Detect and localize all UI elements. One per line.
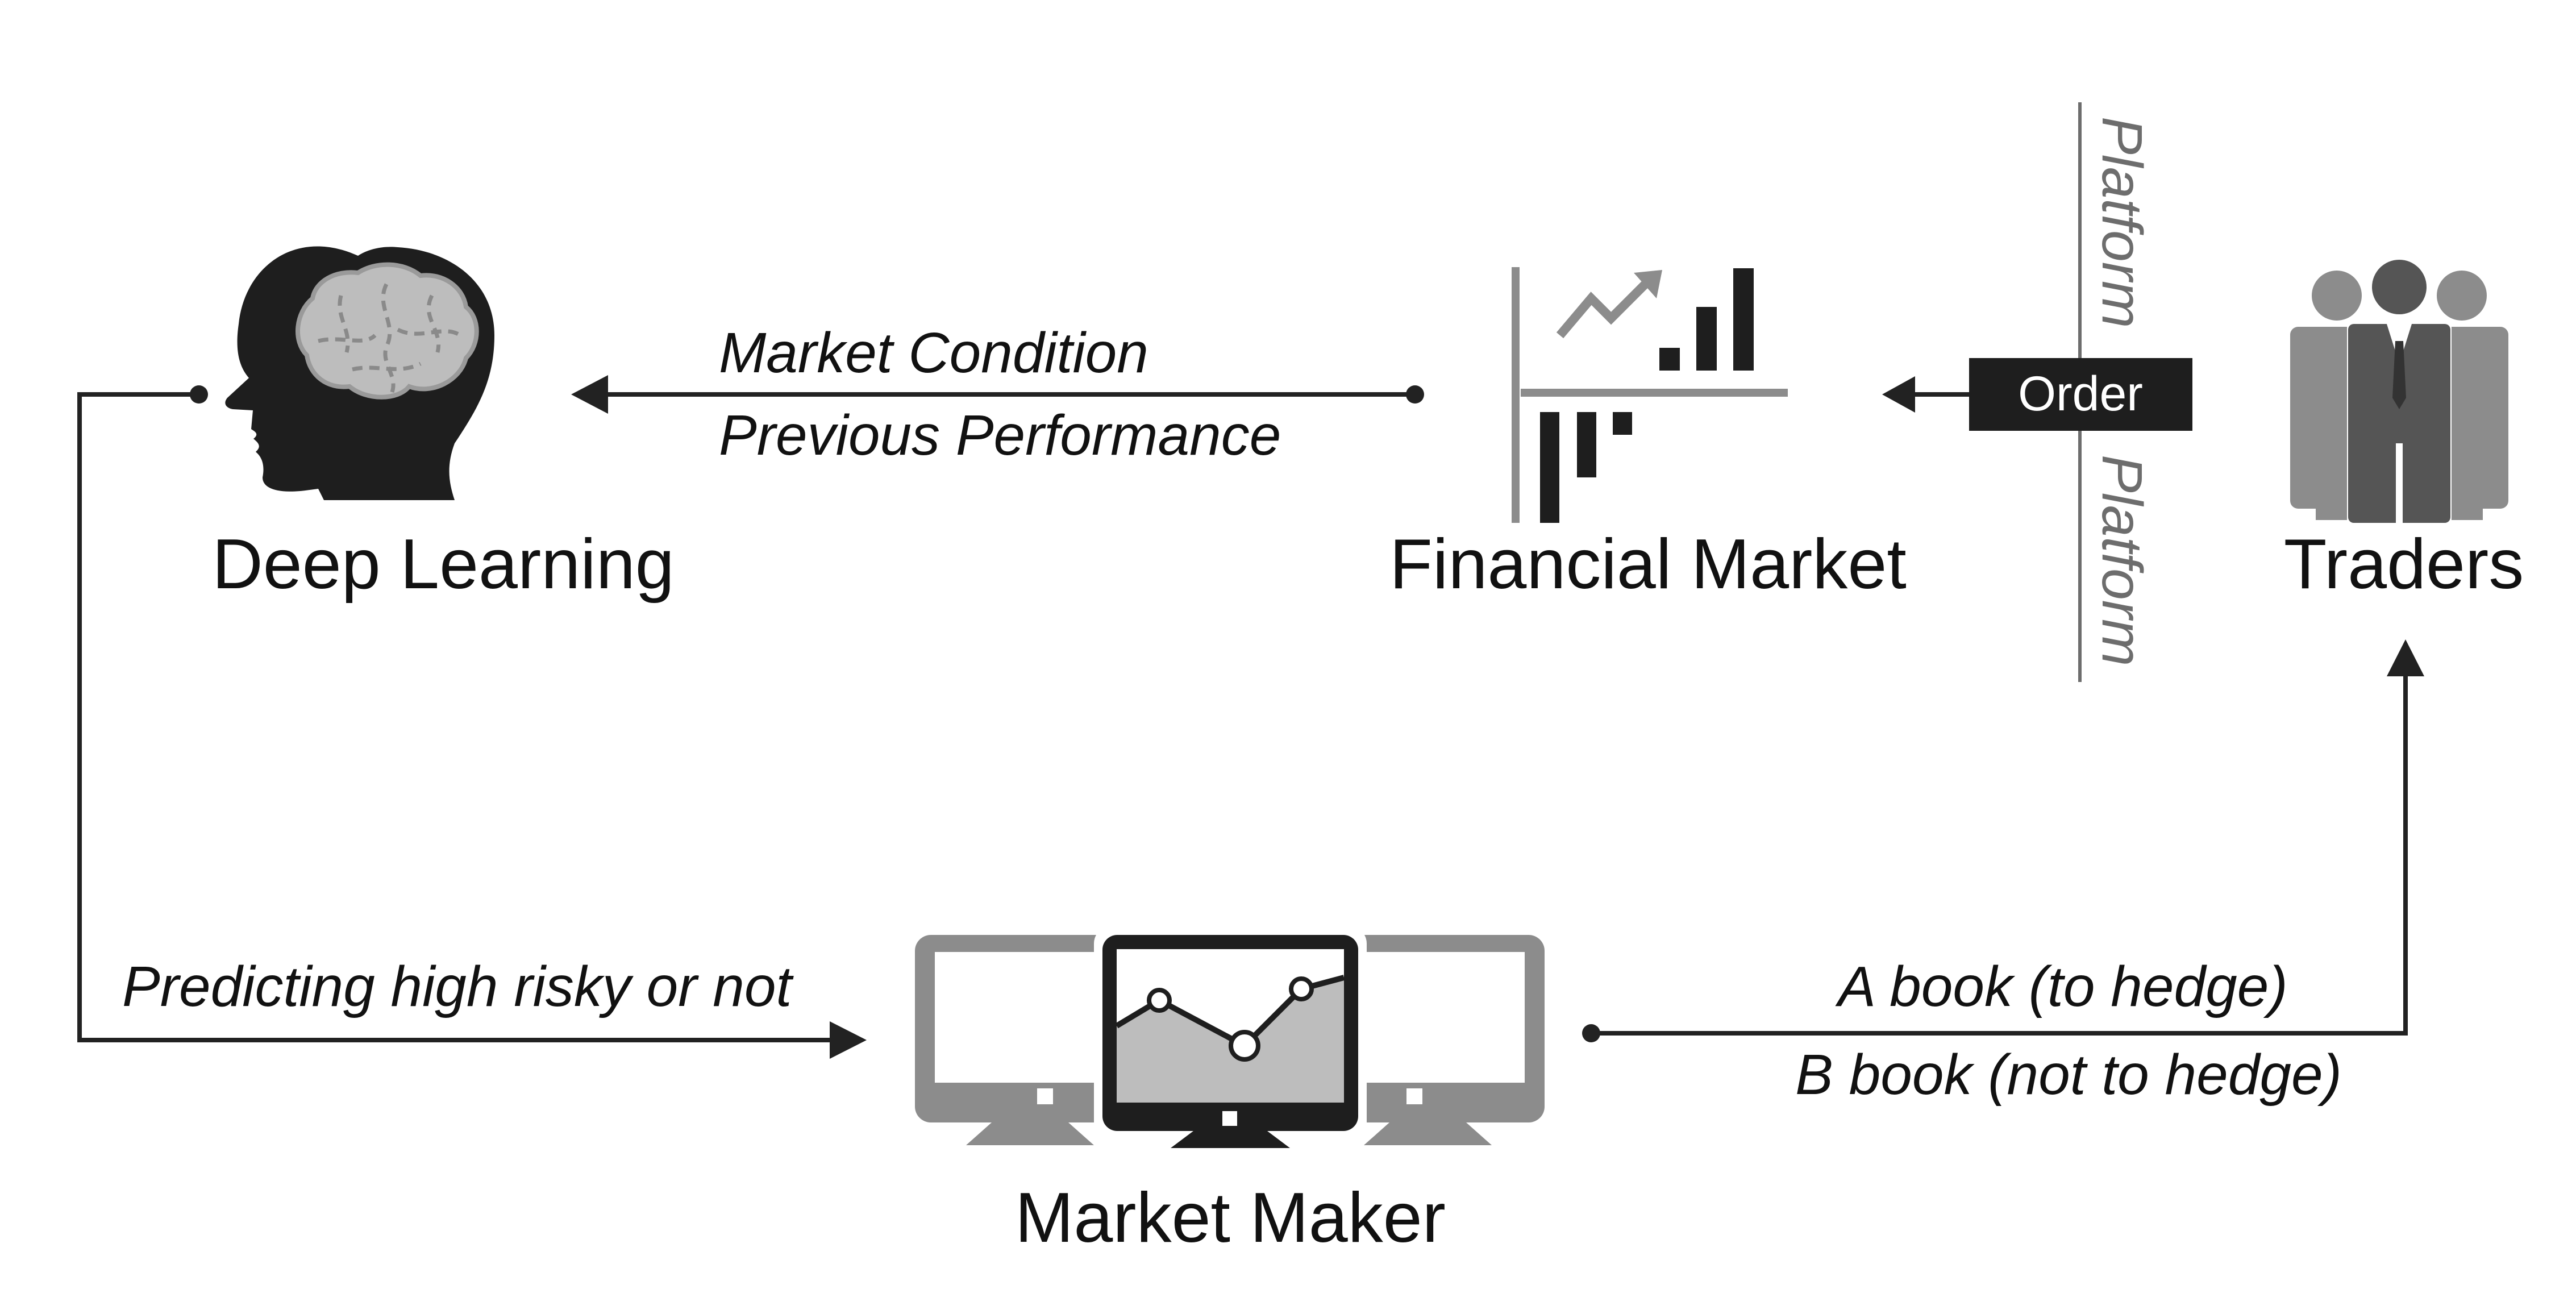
market-maker-label: Market Maker [1015,1179,1446,1257]
order-arrowhead [1882,376,1915,413]
book-arrowhead [2387,639,2424,676]
market-info-arrowhead [571,375,608,414]
a-book-label: A book (to hedge) [1835,955,2287,1018]
traders-label: Traders [2284,525,2524,604]
brain-head-icon [225,246,494,500]
market-condition-label: Market Condition [719,321,1148,385]
platform-label-bottom: Platform [2090,455,2154,666]
predicting-label: Predicting high risky or not [122,955,794,1018]
deep-learning-label: Deep Learning [212,525,675,604]
financial-market-label: Financial Market [1389,525,1907,604]
book-arrow [1591,662,2408,1036]
platform-label-top: Platform [2090,117,2154,328]
monitors-icon [915,926,1545,1148]
traders-icon [2290,260,2508,523]
prediction-arrow [77,392,841,1042]
market-chart-icon [1512,267,1788,523]
b-book-label: B book (not to hedge) [1795,1043,2342,1107]
order-box [1969,358,2192,431]
prediction-arrowhead [830,1021,867,1059]
previous-performance-label: Previous Performance [719,404,1281,467]
order-label: Order [2018,367,2143,421]
